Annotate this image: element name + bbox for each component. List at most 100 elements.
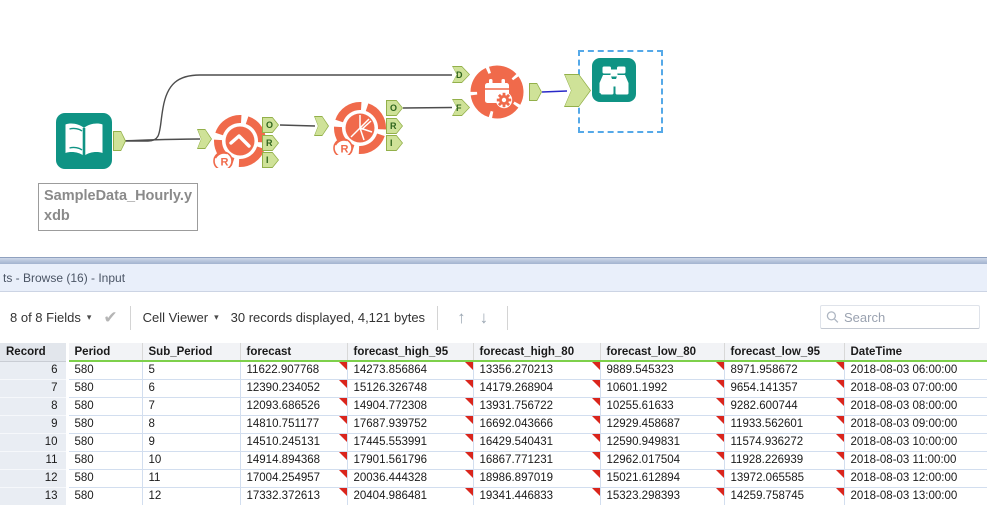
arima-output-anchor-i[interactable]: I [262, 152, 279, 168]
data-cell[interactable]: 11928.226939 [724, 451, 845, 470]
row-number-cell[interactable]: 7 [0, 379, 69, 398]
data-cell[interactable]: 10601.1992 [600, 379, 725, 398]
connection-arima-to-ets[interactable] [279, 124, 316, 127]
row-number-cell[interactable]: 11 [0, 451, 69, 470]
fields-dropdown[interactable]: 8 of 8 Fields [10, 310, 81, 325]
data-cell[interactable]: 9 [142, 433, 241, 452]
data-cell[interactable]: 9282.600744 [724, 397, 845, 416]
arrow-down-icon[interactable]: ↓ [479, 307, 489, 327]
data-cell[interactable]: 11574.936272 [724, 433, 845, 452]
ts-forecast-ets-tool[interactable]: R [333, 101, 387, 160]
data-cell[interactable]: 580 [67, 433, 143, 452]
data-cell[interactable]: 580 [67, 397, 143, 416]
data-cell[interactable]: 18986.897019 [473, 469, 601, 488]
chevron-down-icon[interactable]: ▾ [214, 312, 219, 322]
ets-output-anchor-i[interactable]: I [386, 135, 403, 151]
data-cell[interactable]: 14904.772308 [347, 397, 474, 416]
column-header-forecast_high_95[interactable]: forecast_high_95 [347, 343, 474, 362]
data-cell[interactable]: 14810.751177 [240, 415, 348, 434]
column-header-datetime[interactable]: DateTime [844, 343, 987, 362]
input-tool-output-anchor[interactable] [113, 131, 126, 151]
data-cell[interactable]: 16429.540431 [473, 433, 601, 452]
data-cell[interactable]: 20036.444328 [347, 469, 474, 488]
data-cell[interactable]: 2018-08-03 13:00:00 [844, 487, 987, 505]
data-cell[interactable]: 2018-08-03 11:00:00 [844, 451, 987, 470]
data-cell[interactable]: 12390.234052 [240, 379, 348, 398]
ets-output-anchor-r[interactable]: R [386, 118, 403, 134]
data-cell[interactable]: 2018-08-03 07:00:00 [844, 379, 987, 398]
data-cell[interactable]: 17004.254957 [240, 469, 348, 488]
data-cell[interactable]: 17687.939752 [347, 415, 474, 434]
data-cell[interactable]: 17901.561796 [347, 451, 474, 470]
column-header-forecast_low_95[interactable]: forecast_low_95 [724, 343, 845, 362]
data-cell[interactable]: 17332.372613 [240, 487, 348, 505]
data-cell[interactable]: 8971.958672 [724, 361, 845, 380]
data-cell[interactable]: 20404.986481 [347, 487, 474, 505]
row-number-cell[interactable]: 12 [0, 469, 69, 488]
data-cell[interactable]: 2018-08-03 10:00:00 [844, 433, 987, 452]
apply-checkmark-icon[interactable]: ✔ [103, 307, 118, 327]
ts-forecast-arima-tool[interactable]: R [213, 114, 267, 173]
ets-output-anchor-o[interactable]: O [386, 100, 403, 116]
data-cell[interactable]: 14914.894368 [240, 451, 348, 470]
row-number-cell[interactable]: 13 [0, 487, 69, 505]
data-cell[interactable]: 12 [142, 487, 241, 505]
data-cell[interactable]: 13931.756722 [473, 397, 601, 416]
data-cell[interactable]: 580 [67, 361, 143, 380]
workflow-canvas[interactable]: SampleData_Hourly.yxdb R O R I [0, 0, 987, 257]
row-number-cell[interactable]: 10 [0, 433, 69, 452]
data-cell[interactable]: 2018-08-03 08:00:00 [844, 397, 987, 416]
column-header-forecast[interactable]: forecast [240, 343, 348, 362]
data-cell[interactable]: 12962.017504 [600, 451, 725, 470]
connection-ets-to-compare-f[interactable] [402, 106, 453, 109]
data-cell[interactable]: 19341.446833 [473, 487, 601, 505]
cell-viewer-dropdown[interactable]: Cell Viewer [142, 310, 209, 325]
data-cell[interactable]: 8 [142, 415, 241, 434]
data-cell[interactable]: 2018-08-03 09:00:00 [844, 415, 987, 434]
data-cell[interactable]: 15126.326748 [347, 379, 474, 398]
ets-input-anchor[interactable] [314, 116, 329, 136]
data-cell[interactable]: 9889.545323 [600, 361, 725, 380]
data-cell[interactable]: 14510.245131 [240, 433, 348, 452]
compare-input-anchor-f[interactable]: F [452, 99, 470, 116]
arima-output-anchor-o[interactable]: O [262, 117, 279, 133]
chevron-down-icon[interactable]: ▾ [86, 312, 92, 322]
row-number-cell[interactable]: 8 [0, 397, 69, 416]
data-cell[interactable]: 7 [142, 397, 241, 416]
browse-tool[interactable] [592, 58, 636, 102]
ts-compare-tool[interactable] [468, 63, 526, 126]
column-header-record[interactable]: Record [0, 343, 69, 362]
data-cell[interactable]: 5 [142, 361, 241, 380]
data-cell[interactable]: 16867.771231 [473, 451, 601, 470]
data-cell[interactable]: 17445.553991 [347, 433, 474, 452]
arima-input-anchor[interactable] [197, 129, 212, 149]
data-cell[interactable]: 6 [142, 379, 241, 398]
data-cell[interactable]: 2018-08-03 06:00:00 [844, 361, 987, 380]
row-number-cell[interactable]: 9 [0, 415, 69, 434]
tool-annotation-label[interactable]: SampleData_Hourly.yxdb [38, 183, 198, 231]
data-cell[interactable]: 13356.270213 [473, 361, 601, 380]
data-cell[interactable]: 13972.065585 [724, 469, 845, 488]
column-header-forecast_low_80[interactable]: forecast_low_80 [600, 343, 725, 362]
connection-input-to-compare-d[interactable] [119, 74, 452, 142]
data-cell[interactable]: 14179.268904 [473, 379, 601, 398]
input-data-tool[interactable] [56, 113, 112, 169]
data-cell[interactable]: 12929.458687 [600, 415, 725, 434]
data-cell[interactable]: 580 [67, 379, 143, 398]
search-box[interactable] [820, 305, 980, 329]
data-cell[interactable]: 16692.043666 [473, 415, 601, 434]
arima-output-anchor-r[interactable]: R [262, 135, 279, 151]
data-cell[interactable]: 12093.686526 [240, 397, 348, 416]
data-cell[interactable]: 2018-08-03 12:00:00 [844, 469, 987, 488]
data-cell[interactable]: 10255.61633 [600, 397, 725, 416]
data-cell[interactable]: 15323.298393 [600, 487, 725, 505]
row-number-cell[interactable]: 6 [0, 361, 69, 380]
data-cell[interactable]: 10 [142, 451, 241, 470]
compare-input-anchor-d[interactable]: D [452, 66, 470, 83]
arrow-up-icon[interactable]: ↑ [457, 307, 466, 327]
data-cell[interactable]: 9654.141357 [724, 379, 845, 398]
data-cell[interactable]: 11 [142, 469, 241, 488]
column-header-forecast_high_80[interactable]: forecast_high_80 [473, 343, 601, 362]
data-cell[interactable]: 14259.758745 [724, 487, 845, 505]
data-cell[interactable]: 580 [67, 487, 143, 505]
